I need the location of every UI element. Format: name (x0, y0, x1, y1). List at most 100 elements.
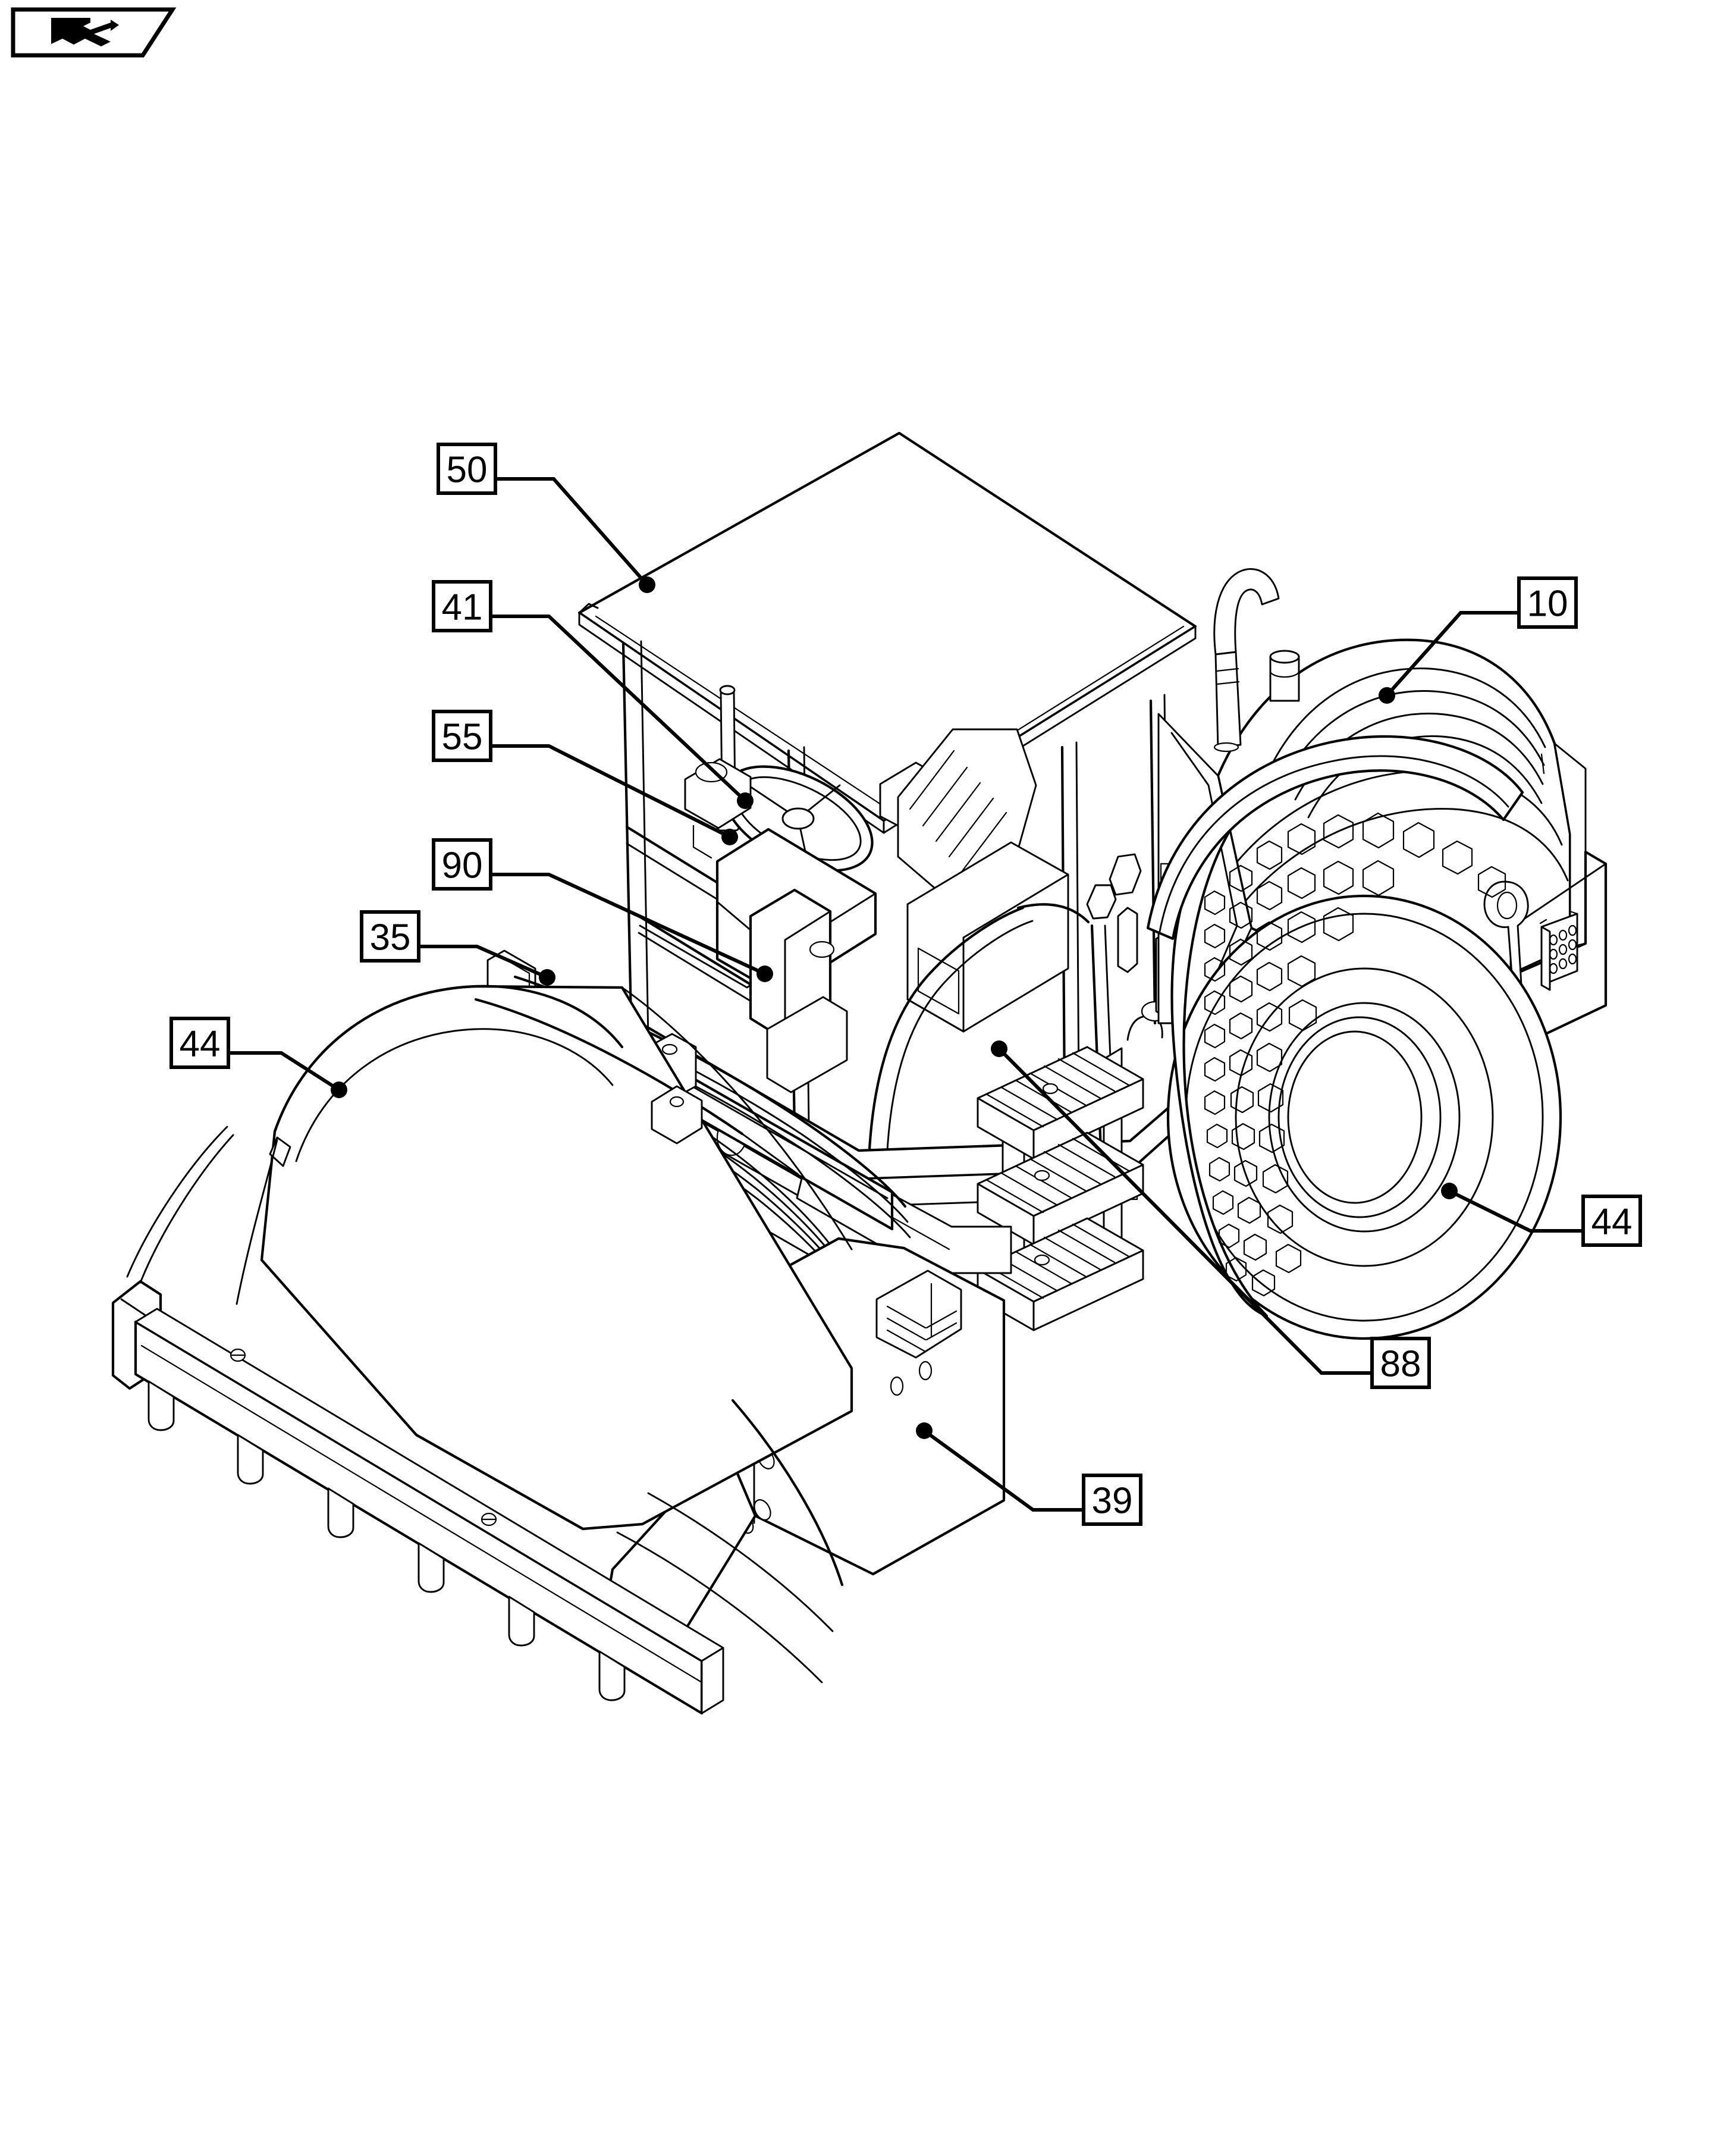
ladder-bolt-2 (1034, 1170, 1050, 1181)
wheel-rim-mid (1277, 1016, 1442, 1218)
callout-box[interactable] (169, 1017, 230, 1069)
grab-rail-front-top (1016, 903, 1090, 924)
rear-deck-panel (917, 947, 960, 1015)
callout-10[interactable]: 10 (1379, 576, 1578, 704)
leader-line (491, 744, 731, 839)
soil-compactor-illustration (111, 431, 1608, 1715)
callout-41[interactable]: 41 (432, 580, 754, 809)
callout-number: 44 (180, 1024, 221, 1065)
scraper-support-arm-c (126, 1126, 228, 1278)
leader-line (997, 1047, 1372, 1375)
callout-box[interactable] (1082, 1474, 1142, 1526)
exhaust-pipe (1214, 651, 1242, 748)
leader-dot (916, 1422, 933, 1439)
scraper-bar-midline (140, 1344, 703, 1684)
ladder-bolt-1 (1042, 1083, 1059, 1095)
callout-box[interactable] (432, 580, 492, 632)
callout-box[interactable] (1370, 1337, 1431, 1389)
leader-dot (539, 969, 555, 986)
drum-bracket-bolt (661, 1043, 678, 1055)
callout-50[interactable]: 50 (437, 443, 655, 593)
callout-box[interactable] (1517, 576, 1578, 629)
callout-number: 55 (442, 717, 483, 758)
callout-number: 50 (447, 450, 488, 491)
perf-hole-5 (1558, 944, 1568, 955)
callout-44-left[interactable]: 44 (169, 1017, 347, 1098)
leader-dot (721, 829, 738, 845)
leader-line (228, 1051, 340, 1092)
rops-post-right (1149, 699, 1157, 1025)
drum-face-arc-c (616, 1531, 823, 1684)
callout-44-right[interactable]: 44 (1441, 1183, 1642, 1247)
tire-tread-honeycomb (1204, 812, 1506, 1297)
seat-pivot-boss (809, 941, 835, 958)
logo-block-mark (51, 18, 75, 35)
drum-top-generatrix (621, 986, 853, 1250)
callout-88[interactable]: 88 (991, 1040, 1431, 1389)
drum-face-arc-b (647, 1492, 834, 1632)
tread-3-face (1032, 1249, 1144, 1331)
callout-box[interactable] (360, 910, 420, 963)
lifting-eye-hole (1496, 891, 1518, 920)
side-rail-clamp-bolt (669, 1096, 685, 1108)
grab-rail-front-inner (885, 920, 1034, 1183)
scraper-support-arm (236, 1139, 278, 1305)
tire-fender (1146, 735, 1524, 941)
tread-3-grate (986, 1223, 1130, 1299)
leader-line (419, 945, 548, 979)
canopy-corner-bevel (578, 603, 599, 614)
scraper-bar-end (701, 1647, 724, 1714)
ladder-tread-3 (977, 1217, 1144, 1331)
seat-base (766, 996, 848, 1093)
exhaust-base (1213, 742, 1239, 753)
leader-dot (737, 792, 754, 809)
leader-dot (639, 576, 655, 593)
drum-flange-tab (269, 1136, 291, 1167)
drum-end-arc (273, 985, 624, 1133)
dash-lever (692, 825, 712, 859)
leader-line (923, 1429, 1084, 1512)
perf-hole-9 (1568, 953, 1577, 965)
drum-plate-vent (875, 1270, 962, 1359)
tread-2-grate (986, 1137, 1130, 1214)
callout-box[interactable] (432, 838, 492, 891)
drum-lower-edge (260, 1258, 585, 1531)
steering-column-top (719, 685, 736, 695)
leader-dot (1441, 1183, 1458, 1199)
callout-box[interactable] (1581, 1195, 1642, 1247)
rops-post-left-front (621, 642, 633, 1049)
perf-hole-1 (1549, 934, 1558, 946)
grab-rail-front (867, 906, 1025, 1182)
leader-dot (756, 966, 773, 982)
callout-box[interactable] (437, 443, 497, 495)
hood-louver-2 (1281, 690, 1545, 784)
callout-39[interactable]: 39 (916, 1422, 1142, 1526)
rops-post-left-front-inner (640, 640, 649, 1041)
leader-dot (991, 1040, 1007, 1057)
wheel-rim-outer (1268, 1002, 1461, 1233)
drum-vent-slats (886, 1305, 927, 1353)
callout-box[interactable] (432, 710, 492, 762)
scraper-bar-bolts (230, 1348, 497, 1526)
callout-number: 10 (1527, 584, 1568, 625)
leader-line (1448, 1189, 1583, 1233)
callout-35[interactable]: 35 (360, 910, 555, 986)
latch-handle (1109, 853, 1142, 896)
leader-line (1385, 611, 1519, 697)
rear-deck-box-fold (906, 873, 1069, 1033)
tire-sidewall-ring-2 (1235, 967, 1494, 1267)
callout-90[interactable]: 90 (432, 838, 773, 982)
perf-plate-tabs (1539, 910, 1578, 924)
hood-panel-line-2 (1236, 808, 1569, 913)
callout-55[interactable]: 55 (432, 710, 738, 845)
rops-post-mid-inner (1075, 741, 1080, 1095)
exhaust-clamp (1216, 667, 1240, 685)
callout-number: 88 (1380, 1344, 1421, 1385)
perf-hole-8 (1558, 958, 1568, 970)
side-rail-clamp (651, 1085, 703, 1145)
air-cleaner-seam (1269, 670, 1300, 678)
perf-hole-4 (1549, 948, 1558, 960)
scraper-mount-pads (147, 1380, 626, 1701)
perf-hole-2 (1558, 929, 1568, 941)
